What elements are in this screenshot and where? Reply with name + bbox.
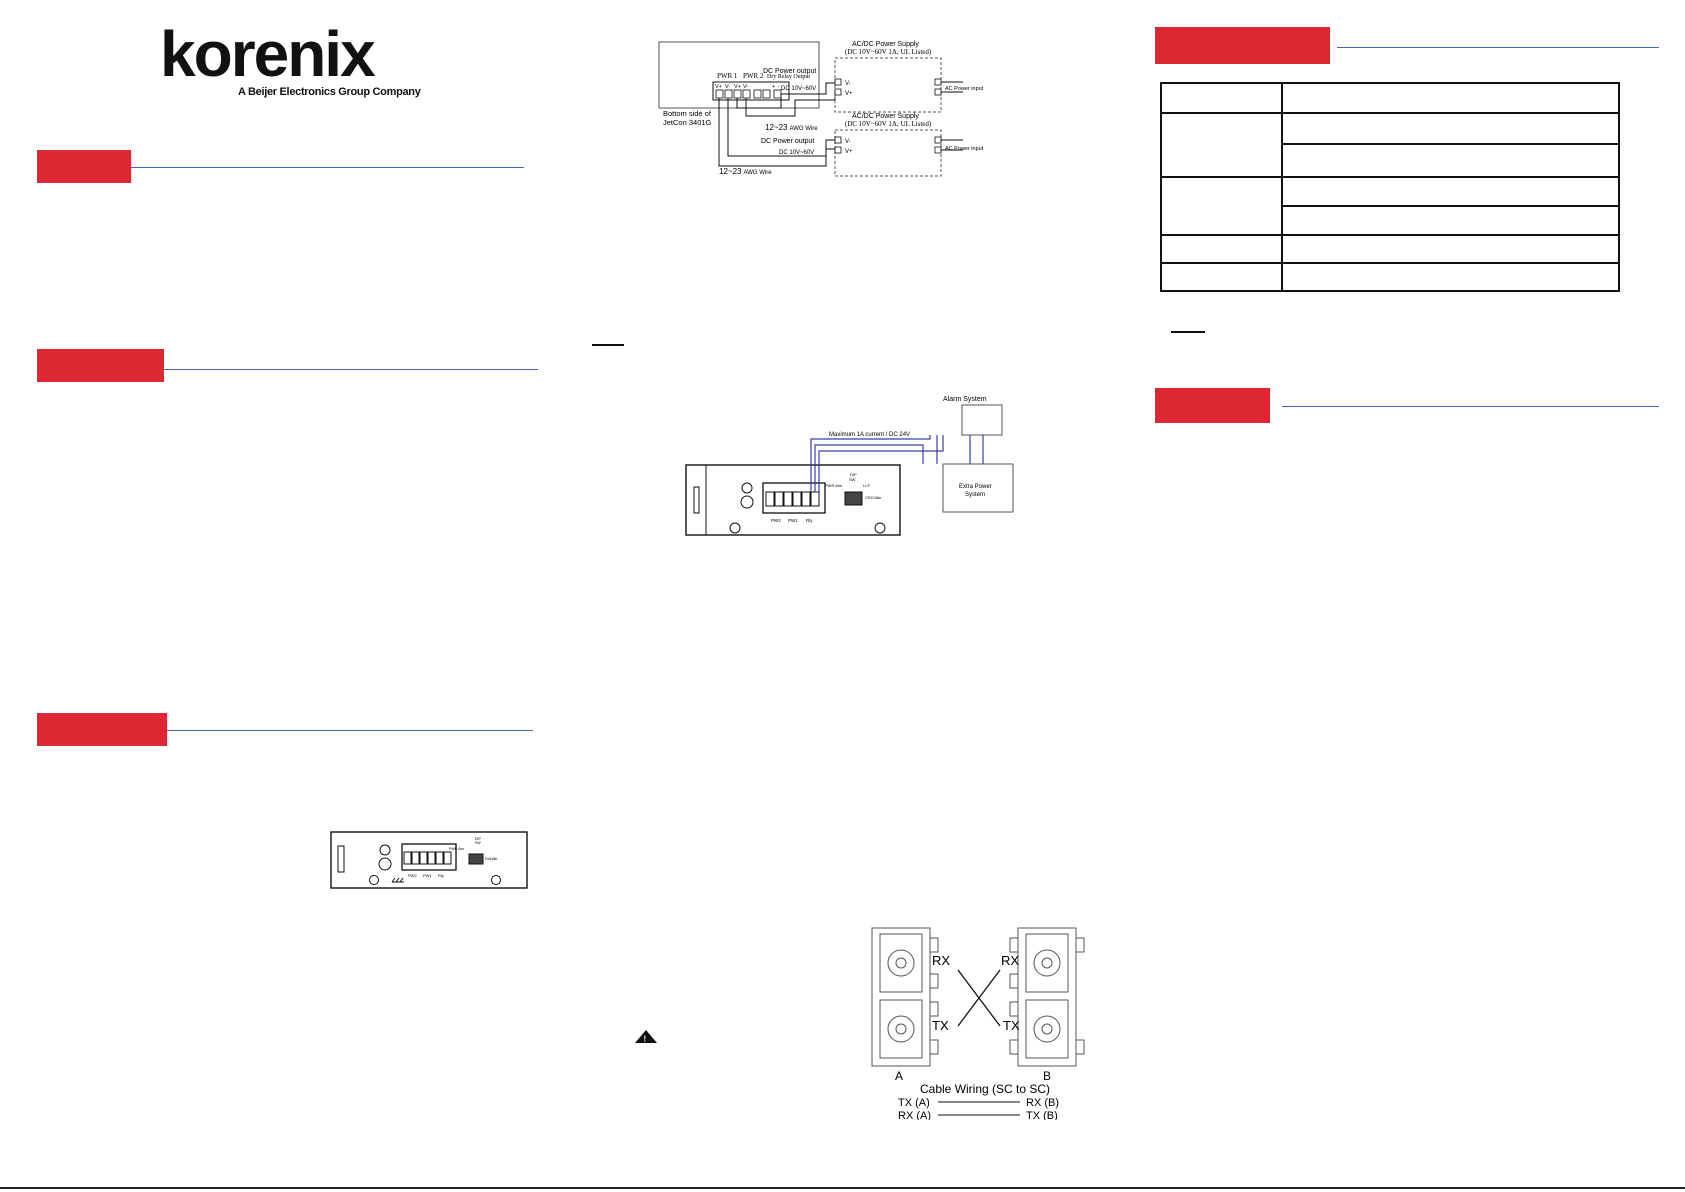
alarm-system-label: Alarm System bbox=[943, 396, 987, 403]
supply2-vplus: V+ bbox=[845, 149, 853, 155]
cable-wiring-title: Cable Wiring (SC to SC) bbox=[920, 1082, 1050, 1096]
port-label-rly: Rly bbox=[438, 873, 444, 878]
dip-mode-label: Full/Idle bbox=[485, 857, 497, 861]
dc-output-1: DC Power output bbox=[763, 68, 816, 75]
dc-output-2: DC Power output bbox=[761, 138, 814, 145]
page-bottom-rule bbox=[0, 1187, 1685, 1189]
section-rule-3 bbox=[167, 730, 533, 731]
extra-power-line2: System bbox=[965, 492, 985, 498]
dip-label: DIP bbox=[475, 837, 482, 841]
section-rule-1 bbox=[131, 167, 524, 168]
device-caption-line2: JetCon 3401G bbox=[663, 118, 712, 127]
port-label-pw1: PW1 bbox=[788, 518, 798, 523]
side-b-label: B bbox=[1043, 1069, 1051, 1083]
port-label-pw2: PW2 bbox=[771, 518, 781, 523]
dip-sw-label: SW bbox=[475, 841, 481, 845]
note-underline-middle bbox=[592, 344, 624, 346]
dc-range-1: DC 10V~60V bbox=[781, 86, 816, 92]
pin-8: - bbox=[778, 84, 780, 90]
supply2-title: AC/DC Power Supply bbox=[852, 113, 919, 120]
pin-1: V+ bbox=[715, 84, 722, 90]
supply1-rating: (DC 10V~60V 1A; UL Listed) bbox=[845, 48, 932, 56]
device-bottom-panel-figure: PW2 PW1 Rly PWR Alm DIP SW Full/Idle bbox=[330, 831, 528, 889]
section-tab-5 bbox=[1155, 388, 1270, 423]
supply1-ac-input: AC Power input bbox=[945, 86, 984, 92]
supply2-rating: (DC 10V~60V 1A; UL Listed) bbox=[845, 120, 932, 128]
pin-7: + bbox=[772, 84, 775, 90]
sc-cable-wiring-diagram: RX RX TX TX A B Cable Wiring (SC to SC) … bbox=[871, 927, 1085, 1120]
supply2-vminus: V- bbox=[845, 139, 851, 145]
supply1-title: AC/DC Power Supply bbox=[852, 41, 919, 48]
port-label-pw1: PW1 bbox=[423, 873, 432, 878]
power-wiring-diagram: Bottom side of JetCon 3401G PWR 1 PWR 2 … bbox=[658, 41, 984, 177]
dip-switch bbox=[468, 853, 484, 865]
row2-left: RX (A) bbox=[898, 1110, 931, 1120]
dip-switch bbox=[844, 491, 863, 506]
row2-right: TX (B) bbox=[1026, 1110, 1058, 1120]
device-caption-line1: Bottom side of bbox=[663, 109, 712, 118]
pwr-alarm-label: PWR Alm bbox=[449, 847, 464, 851]
logo-wordmark: korenix bbox=[160, 18, 376, 90]
side-a-label: A bbox=[895, 1069, 903, 1083]
section-rule-4 bbox=[1337, 47, 1659, 48]
relay-label: Dry Relay Output bbox=[767, 74, 810, 80]
dip-label: DIP bbox=[850, 472, 857, 477]
current-label: Maximum 1A current / DC 24V bbox=[829, 432, 910, 438]
pin-2: V- bbox=[725, 84, 730, 90]
alarm-system-box bbox=[961, 404, 1003, 436]
section-tab-3 bbox=[37, 713, 167, 746]
pin-3: V+ bbox=[734, 84, 741, 90]
ground-screw-icon bbox=[379, 844, 391, 856]
ground-screw-icon bbox=[741, 482, 753, 494]
pin-4: V- bbox=[743, 84, 748, 90]
llf-label: LLF bbox=[863, 483, 870, 488]
note-underline-right bbox=[1171, 331, 1205, 333]
dip-sw-label: SW bbox=[849, 477, 856, 482]
tx-label-b: TX bbox=[1003, 1018, 1020, 1033]
alarm-wiring-diagram: PW2 PW1 Rly PWR Alm DIP SW LLF CRC/Idle … bbox=[685, 396, 1014, 536]
korenix-logo: korenix A Beijer Electronics Group Compa… bbox=[160, 18, 421, 102]
row1-right: RX (B) bbox=[1026, 1097, 1059, 1109]
logo-tagline: A Beijer Electronics Group Company bbox=[238, 86, 421, 98]
supply1-vplus: V+ bbox=[845, 91, 853, 97]
port-label-pw2: PW2 bbox=[408, 873, 417, 878]
extra-power-line1: Extra Power bbox=[959, 484, 992, 490]
section-tab-4 bbox=[1155, 27, 1330, 64]
supply2-ac-input: AC Power input bbox=[945, 146, 984, 152]
tx-label-a: TX bbox=[932, 1018, 949, 1033]
supply1-box bbox=[834, 57, 942, 113]
warning-icon: ! bbox=[635, 1030, 657, 1044]
pwr-alarm-label: PWR Alm bbox=[825, 483, 843, 488]
row1-left: TX (A) bbox=[898, 1097, 930, 1109]
section-tab-1 bbox=[37, 150, 131, 183]
port-label-rly: Rly bbox=[806, 518, 813, 523]
rx-label-a: RX bbox=[932, 953, 950, 968]
pwr2-label: PWR 2 bbox=[743, 72, 764, 80]
sc-connector-b bbox=[1017, 927, 1077, 1067]
spec-table bbox=[1160, 82, 1620, 292]
section-rule-2 bbox=[164, 369, 538, 370]
section-tab-2 bbox=[37, 349, 164, 382]
sc-connector-a bbox=[871, 927, 931, 1067]
rx-label-b: RX bbox=[1001, 953, 1019, 968]
supply1-vminus: V- bbox=[845, 81, 851, 87]
pwr1-label: PWR 1 bbox=[717, 72, 738, 80]
dip-mode-label: CRC/Idle bbox=[865, 495, 882, 500]
extra-power-box bbox=[942, 463, 1014, 513]
svg-text:!: ! bbox=[644, 1035, 647, 1044]
dc-range-2: DC 10V~60V bbox=[779, 150, 814, 156]
section-rule-5 bbox=[1282, 406, 1659, 407]
